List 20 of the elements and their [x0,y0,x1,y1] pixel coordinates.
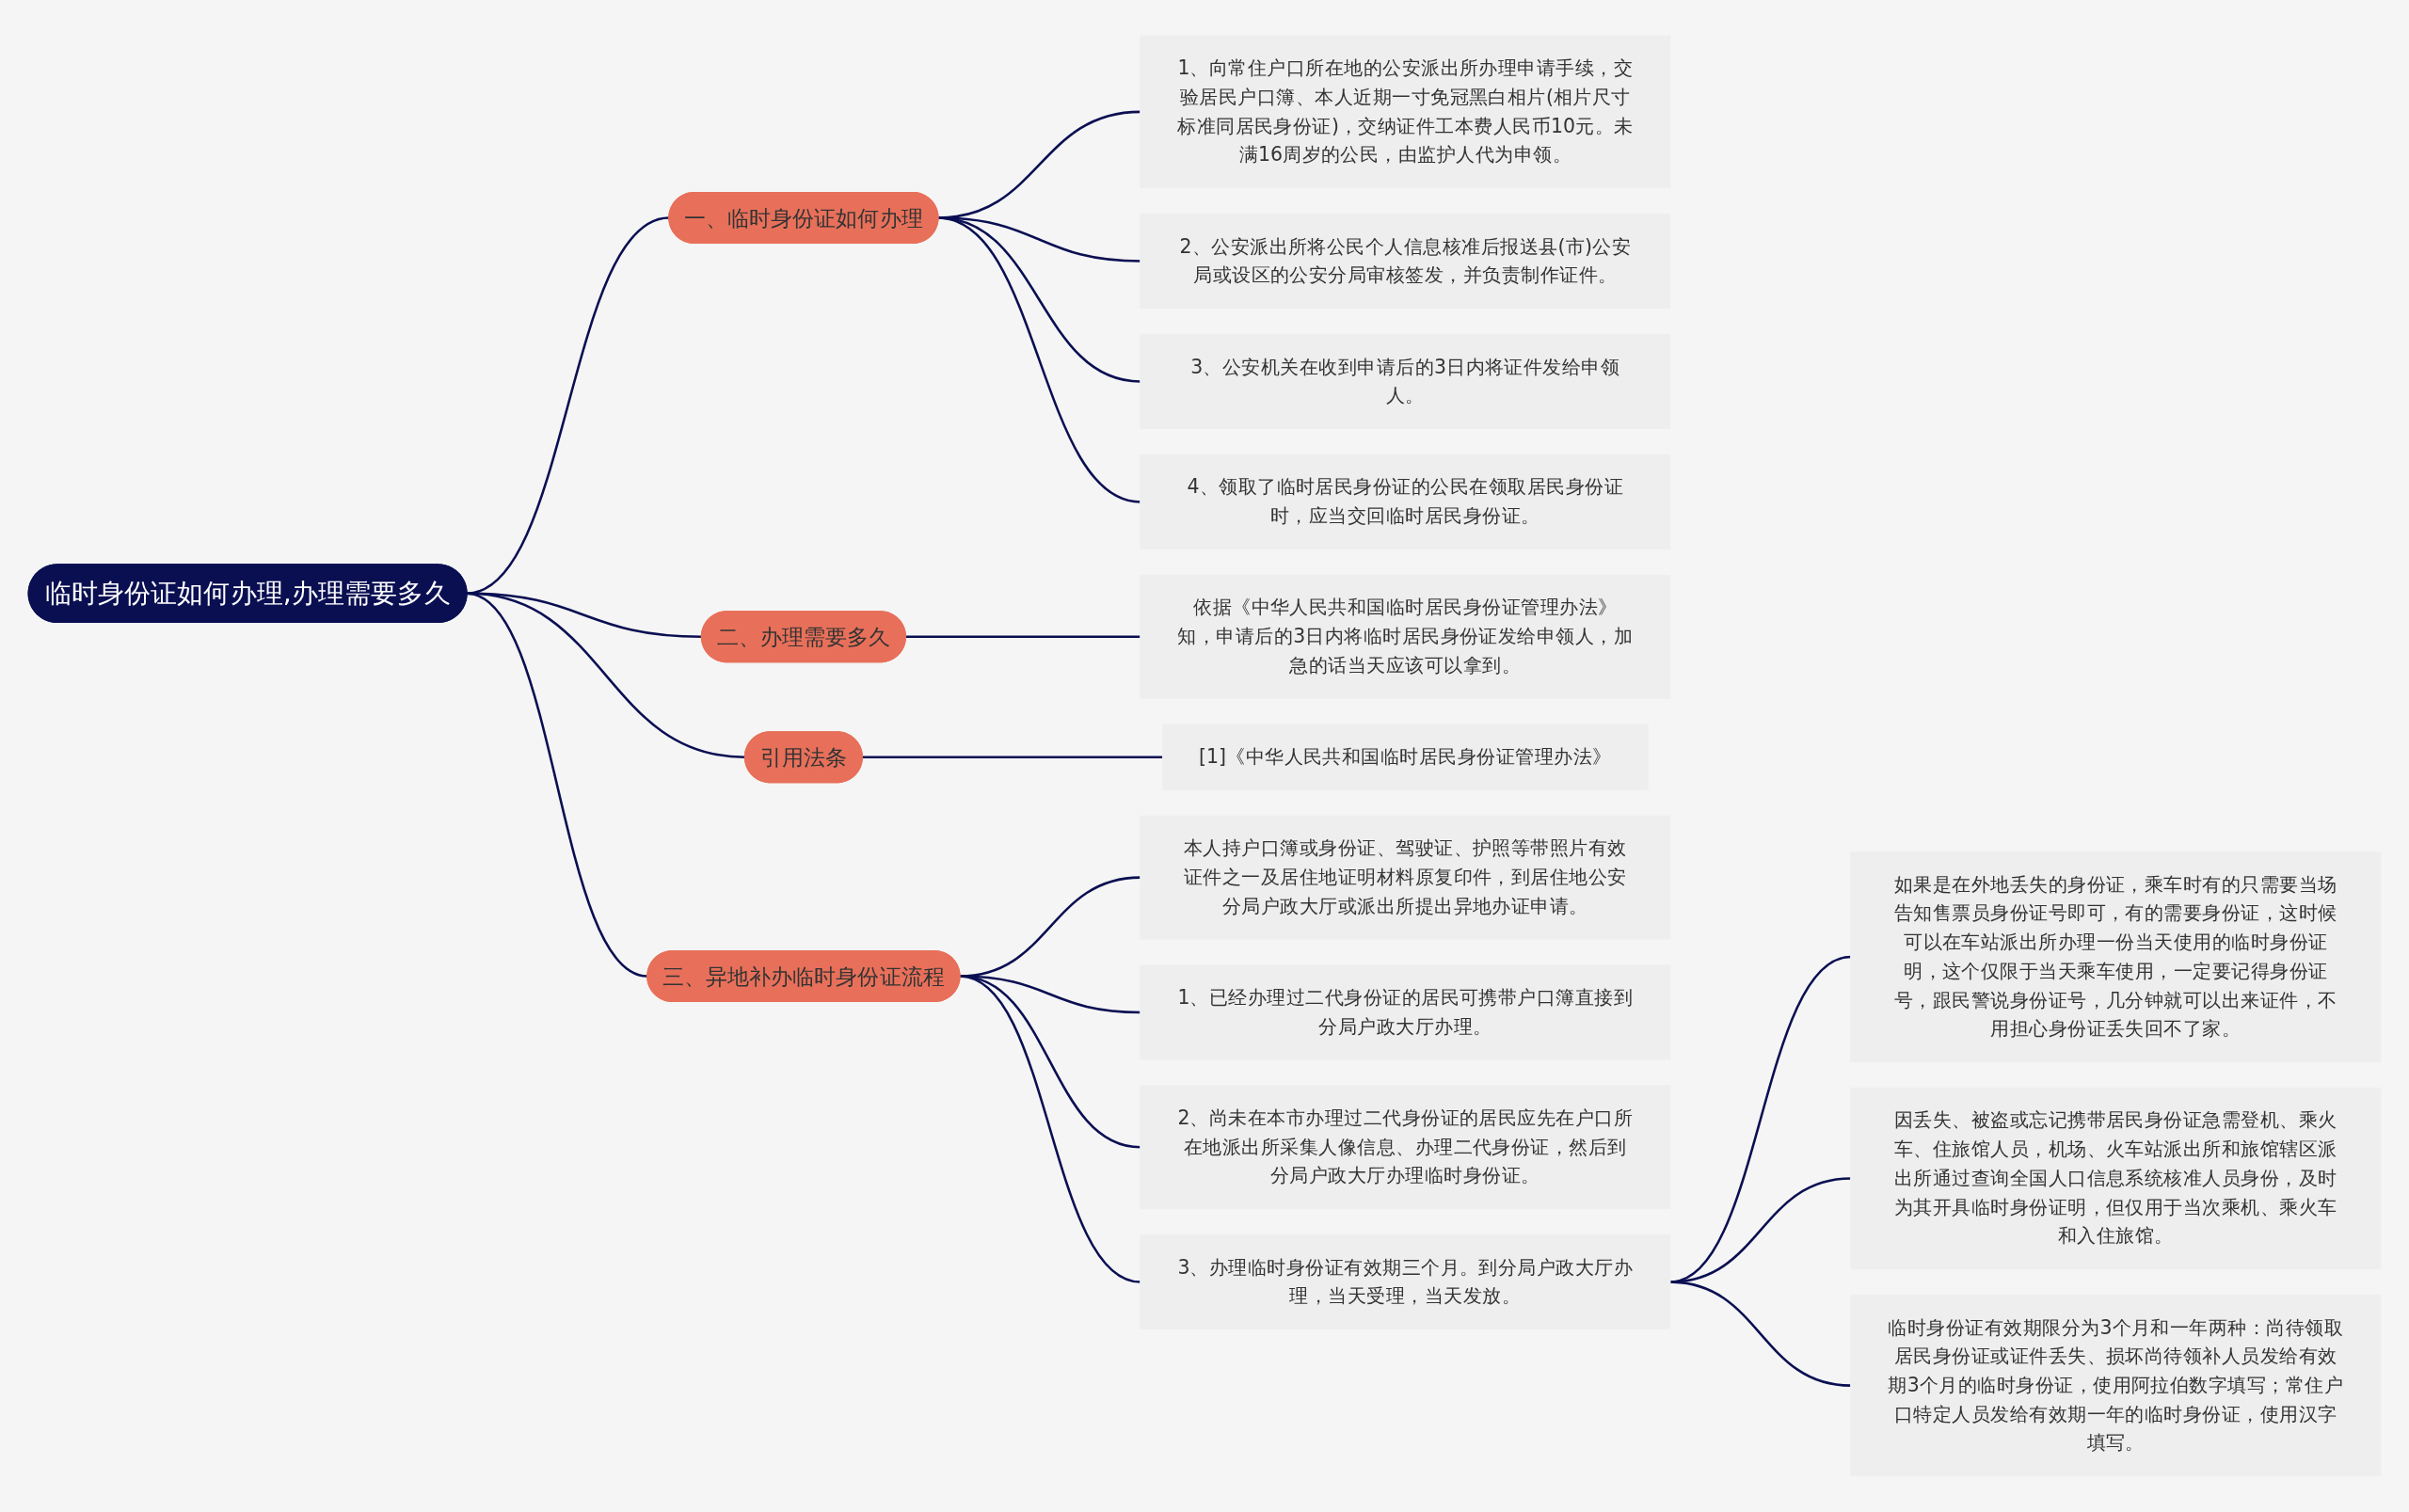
node-box [1140,214,1671,310]
node-box [1140,964,1671,1060]
mind-map-diagram: 临时身份证如何办理,办理需要多久 一、临时身份证如何办理 1、向常住户口所在地的公安派出所办理申请手续，交验居民户口簿、本人近期一寸免冠黑白相片(相片尺寸标准同居民身份证)，交纳证件工本费人民币10元。未满16周岁的公民，由监护人代为申领。 2、公安派出所将公民个人信息核准后报送县(市)公安局或设区的公安分局审核签发，并负责制作证件。 3、公安机关在收到申请后的3日内将证件发给申领人。 4、领取了临时居民身份证的公民在领取居民身份证时，应当交回临时居民身份证。 二、办理需要多久 依据《中华人民共和国临时居民身份证管理办法》知，申请后的3日内将临时居民身份证发给申领人，加急的话当天应该可以拿到。 引用法条 [1]《中华人民共和国临时居民身份证管理办法》 三、异地补办临时身份证流程 本人持户口簿或身份证、驾驶证、护照等带照片有效证件之一及居住地证明材料原复印件，到居住地公安分局户政大厅或派出所提出异地办证申请。 1、已经办理过二代身份证的居民可携带户口簿直接到分局户政大厅办理。 2、尚未在本市办理过二代身份证的居民应先在户口所在地派出所采集人像信息、办理二代身份证，然后到分局户政大厅办理临时身份证。 3、办理临时身份证有效期三个月。到分局户政大厅办理，当天受理，当天发放。 如果是在外地丢失的身份证，乘车时有的只需要当场告知售票员身份证号即可，有的需要身份证，这时候可以在车站派出所办理一份当天使用的临时身份证明，这个仅限于当天乘车使用，一定要记得身份证号，跟民警说身份证号，几分钟就可以出来证件，不用担心身份证丢失回不了家。 因丢失、被盗或忘记携带居民身份证急需登机、乘火车、住旅馆人员，机场、火车站派出所和旅馆辖区派出所通过查询全国人口信息系统核准人员身份，及时为其开具临时身份证明，但仅用于当次乘机、乘火车和入住旅馆。 临时身份证有效期限分为3个月和一年两种：尚待领取居民身份证或证件丢失、损坏尚待领补人员发给有效期3个月的临时身份证，使用阿拉伯数字填写；常住户口特定人员发给有效期一年的临时身份证，使用汉字填写。 [19,26,2390,1486]
connector [1669,1281,1851,1387]
node-box [1140,1085,1671,1210]
connector [466,592,648,978]
connector [466,592,745,759]
node-box [1850,851,2382,1063]
connector [862,756,1163,759]
node-box [1140,454,1671,550]
node-box [1162,724,1649,790]
connector [905,635,1141,639]
node-box [1140,815,1671,940]
node-box [1850,1295,2382,1477]
connector [937,216,1141,503]
node-box [1140,334,1671,430]
node-box [1850,1088,2382,1270]
node-box [1140,1234,1671,1330]
node-box [1140,35,1671,189]
node-box [1140,574,1671,699]
